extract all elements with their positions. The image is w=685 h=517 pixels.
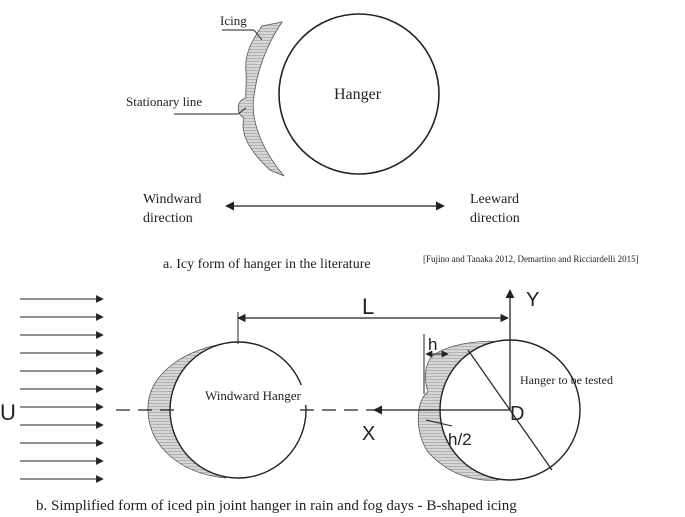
windward-hanger-circle [169,341,307,479]
panel-b: U L Y X h h/2 D Windwa [0,289,613,514]
y-axis-label: Y [526,289,539,311]
h-half-label: h/2 [448,430,472,449]
panel-a: Icing Stationary line Hanger Windward di… [126,13,639,272]
h-label: h [428,335,437,354]
test-hanger-label: Hanger to be tested [520,373,613,387]
panel-a-stationary-line-label: Stationary line [126,94,202,109]
flow-arrows [20,295,104,483]
panel-a-icing-leader [222,29,263,41]
l-dimension-label: L [362,294,374,319]
panel-b-caption: b. Simplified form of iced pin joint han… [36,498,517,514]
panel-a-stationary-leader [174,107,247,115]
panel-a-citation: [Fujino and Tanaka 2012, Demartino and R… [423,254,639,264]
diameter-label: D [510,403,524,425]
h-half-leader [425,419,453,427]
panel-a-windward-line2: direction [143,211,193,226]
diameter-line [467,349,553,471]
panel-a-leeward-line2: direction [470,211,520,226]
panel-a-hanger-label: Hanger [334,86,382,103]
panel-a-icing-shape [237,21,285,177]
panel-a-leeward-line1: Leeward [470,192,519,207]
flow-label: U [0,400,16,425]
windward-hanger-label: Windward Hanger [205,388,302,403]
panel-a-hanger-circle [278,13,440,175]
panel-a-icing-label: Icing [220,13,247,28]
panel-a-caption: a. Icy form of hanger in the literature [163,257,371,272]
windward-hanger-label-box [200,385,310,405]
x-axis-label: X [362,423,375,445]
panel-a-windward-line1: Windward [143,192,202,207]
